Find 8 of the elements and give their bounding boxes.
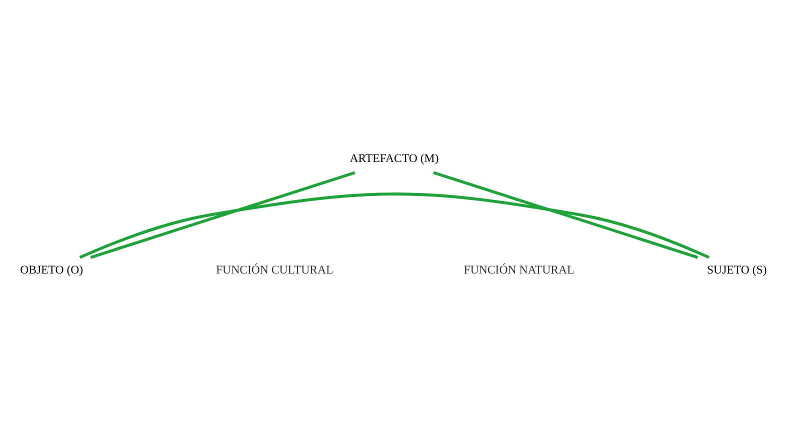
node-text: ARTEFACTO (M) (350, 151, 439, 166)
node-text: OBJETO (O) (20, 262, 84, 277)
label: FUNCIÓN CULTURAL (216, 262, 334, 277)
connector (90, 171, 356, 259)
connector (79, 192, 710, 259)
label: FUNCIÓN NATURAL (464, 262, 574, 277)
connector (433, 171, 698, 259)
node-text: SUJETO (S) (707, 262, 767, 277)
